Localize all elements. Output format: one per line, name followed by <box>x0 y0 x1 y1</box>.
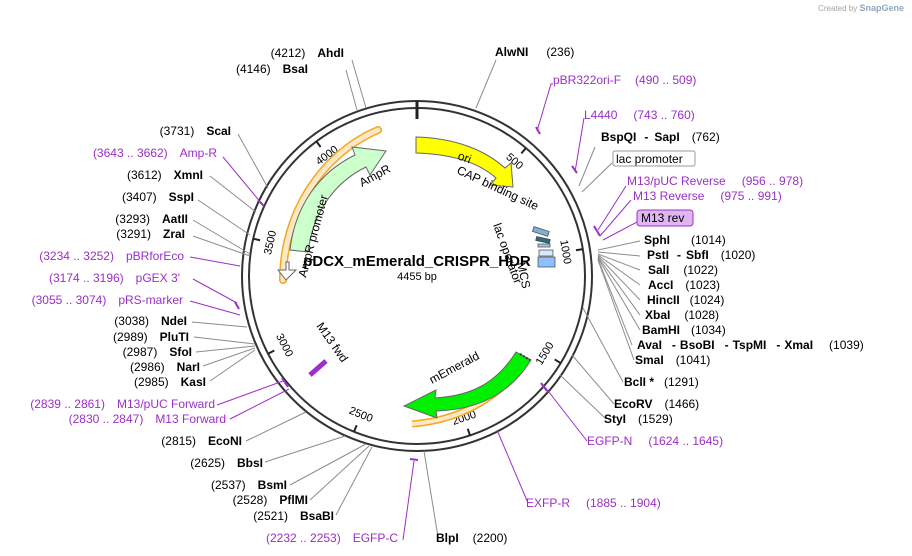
enzyme-bcli[interactable]: BclI *(1291) <box>624 375 699 389</box>
enzyme-pflmi[interactable]: (2528)PflMI <box>233 493 308 507</box>
tick-mark-500 <box>520 147 527 155</box>
m13-fwd-label: M13 fwd <box>314 320 351 365</box>
enzyme-econi[interactable]: (2815)EcoNI <box>161 434 242 448</box>
primer-labels-left: (3643 .. 3662)Amp-R (3234 .. 3252)pBRfor… <box>30 146 226 426</box>
ampr-outline-inner <box>280 127 381 283</box>
enzyme-sfoi[interactable]: (2987)SfoI <box>123 345 192 359</box>
enzyme-pluti[interactable]: (2989)PluTI <box>113 330 189 344</box>
enzyme-styi[interactable]: StyI(1529) <box>604 412 673 426</box>
enzyme-hincii[interactable]: HincII(1024) <box>647 293 724 307</box>
m13-rev-label: M13 rev <box>641 211 684 225</box>
enzyme-bspqi-sapi[interactable]: BspQI-SapI(762) <box>601 130 720 144</box>
tick-label-2500: 2500 <box>347 405 374 425</box>
backbone <box>241 100 593 452</box>
mcs-label: MCS <box>514 261 533 290</box>
primer-prs-marker[interactable]: (3055 .. 3074)pRS-marker <box>32 293 183 307</box>
tick-label-1000: 1000 <box>557 239 573 265</box>
enzyme-bamhi[interactable]: BamHI(1034) <box>642 323 726 337</box>
primer-pgex3[interactable]: (3174 .. 3196)pGEX 3' <box>49 271 180 285</box>
primer-m13-puc-forward[interactable]: (2839 .. 2861)M13/pUC Forward <box>30 397 215 411</box>
enzyme-kasi[interactable]: (2985)KasI <box>134 375 206 389</box>
primer-labels-right: pBR322ori-F(490 .. 509) L4440(743 .. 760… <box>266 73 803 545</box>
enzyme-ndei[interactable]: (3038)NdeI <box>114 314 187 328</box>
tick-label-3000: 3000 <box>273 332 295 359</box>
primer-l4440[interactable]: L4440(743 .. 760) <box>584 108 695 122</box>
primer-pbrforeco[interactable]: (3234 .. 3252)pBRforEco <box>39 249 184 263</box>
enzyme-xmni[interactable]: (3612)XmnI <box>127 168 203 182</box>
enzyme-aatii[interactable]: (3293)AatII <box>115 212 188 226</box>
enzyme-psti-sbfi[interactable]: PstI-SbfI(1020) <box>647 248 755 262</box>
enzyme-sali[interactable]: SalI(1022) <box>648 263 718 277</box>
primer-m13-forward[interactable]: (2830 .. 2847)M13 Forward <box>69 412 226 426</box>
credit-brand: SnapGene <box>859 3 904 13</box>
plasmid-name: pDCX_mEmerald_CRISPR_HDR <box>303 253 531 270</box>
lac-promoter-tag[interactable]: lac promoter <box>612 150 696 167</box>
m13-rev-tag[interactable]: M13 rev <box>636 209 694 227</box>
enzyme-scai[interactable]: (3731)ScaI <box>160 124 231 138</box>
tick-mark-1000 <box>575 248 584 252</box>
enzyme-bsmi[interactable]: (2537)BsmI <box>211 478 287 492</box>
memerald-arrow[interactable] <box>402 351 532 419</box>
enzyme-ecorv[interactable]: EcoRV(1466) <box>614 397 699 411</box>
tick-label-1500: 1500 <box>534 340 557 367</box>
ori-label: ori <box>456 149 473 167</box>
m13-fwd-bar[interactable] <box>308 359 328 377</box>
tick-mark-3000 <box>267 349 275 355</box>
enzyme-sphi[interactable]: SphI(1014) <box>644 233 726 247</box>
enzyme-smai[interactable]: SmaI(1041) <box>635 353 710 367</box>
memerald-label: mEmerald <box>427 349 482 387</box>
ampr-arrow[interactable] <box>289 146 387 253</box>
enzyme-ahdi[interactable]: (4212)AhdI <box>271 46 344 60</box>
primer-m13-reverse[interactable]: M13 Reverse(975 .. 991) <box>633 189 782 203</box>
tick-mark-3500 <box>252 237 261 242</box>
enzyme-avai-group[interactable]: AvaI-BsoBI-TspMI-XmaI(1039) <box>637 338 864 352</box>
tick-mark-2000 <box>466 428 471 436</box>
leaders-right <box>402 59 641 541</box>
enzyme-labels-right: AlwNI(236) BspQI-SapI(762) SphI(1014) Ps… <box>436 45 864 545</box>
primer-egfp-c[interactable]: (2232 .. 2253)EGFP-C <box>266 531 398 545</box>
primer-egfp-n[interactable]: EGFP-N(1624 .. 1645) <box>587 434 723 448</box>
enzyme-nari[interactable]: (2986)NarI <box>130 360 200 374</box>
primer-amp-r[interactable]: (3643 .. 3662)Amp-R <box>93 146 217 160</box>
enzyme-bbsi[interactable]: (2625)BbsI <box>190 456 263 470</box>
mcs-cluster[interactable] <box>532 226 556 268</box>
tick-mark-1500 <box>554 358 562 364</box>
ori-arrow[interactable] <box>415 136 514 188</box>
enzyme-bsai[interactable]: (4146)BsaI <box>236 62 308 76</box>
leaders-left <box>189 59 373 516</box>
enzyme-alwni[interactable]: AlwNI(236) <box>495 45 574 59</box>
memerald-start-mark <box>519 353 531 361</box>
tick-mark-4000 <box>315 140 322 148</box>
ampr-promoter-arrow[interactable] <box>276 261 298 281</box>
primer-m13-puc-reverse[interactable]: M13/pUC Reverse(956 .. 978) <box>627 174 803 188</box>
tick-mark-2500 <box>353 424 358 433</box>
enzyme-acci[interactable]: AccI(1023) <box>648 278 720 292</box>
snapgene-credit: Created by SnapGene <box>818 3 904 13</box>
primer-bars <box>234 126 601 461</box>
primer-exfp-r[interactable]: EXFP-R(1885 .. 1904) <box>526 496 661 510</box>
enzyme-blpi[interactable]: BlpI(2200) <box>436 531 507 545</box>
enzyme-xbai[interactable]: XbaI(1028) <box>645 308 719 322</box>
credit-prefix: Created by <box>818 4 858 13</box>
enzyme-sspi[interactable]: (3407)SspI <box>122 190 194 204</box>
primer-pbr322ori-f[interactable]: pBR322ori-F(490 .. 509) <box>553 73 696 87</box>
plasmid-size: 4455 bp <box>397 271 437 283</box>
enzyme-labels-left: (4212)AhdI (4146)BsaI (3731)ScaI (3612)X… <box>113 46 344 523</box>
enzyme-bsabi[interactable]: (2521)BsaBI <box>253 509 334 523</box>
lac-promoter-label: lac promoter <box>616 152 683 166</box>
enzyme-zrai[interactable]: (3291)ZraI <box>116 227 185 241</box>
tick-label-3500: 3500 <box>262 229 279 256</box>
